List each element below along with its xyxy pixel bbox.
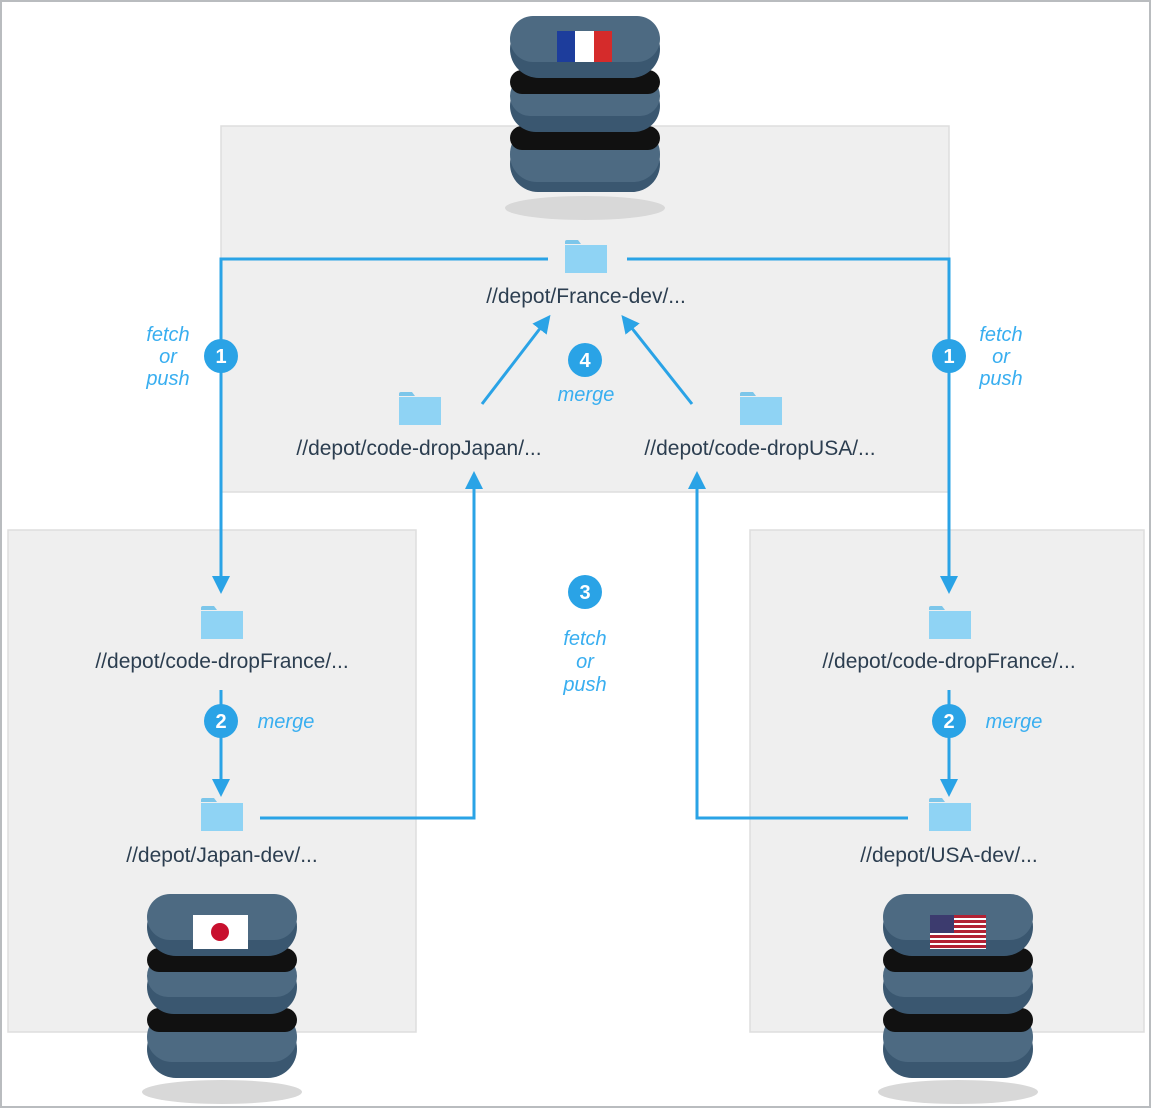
flag-japan-icon <box>193 915 248 949</box>
label-fetch: fetch <box>563 628 606 650</box>
step-number: 4 <box>579 350 591 372</box>
arrow-drop-usa-merge <box>621 314 694 405</box>
step-badge-1-right: 1 <box>932 339 966 373</box>
japan-server-icon <box>142 894 302 1104</box>
label-or: or <box>159 346 178 368</box>
step-badge-3: 3 <box>568 575 602 609</box>
window-border-top <box>0 0 1151 2</box>
flag-france-icon <box>557 31 612 62</box>
window-border-right <box>1149 0 1151 1108</box>
label-or: or <box>576 651 595 673</box>
label-merge: merge <box>258 711 315 733</box>
arrow-usa-to-drop <box>688 471 908 820</box>
step-badge-2-left: 2 <box>204 704 238 738</box>
label-push: push <box>978 368 1022 390</box>
step-number: 3 <box>579 582 590 604</box>
step-badge-4: 4 <box>568 343 602 377</box>
label-fetch: fetch <box>979 324 1022 346</box>
step-badge-1-left: 1 <box>204 339 238 373</box>
repo-usa-drop-france: //depot/code-dropFrance/... <box>822 650 1075 673</box>
step-number: 2 <box>943 711 954 733</box>
repo-usa-dev: //depot/USA-dev/... <box>860 844 1037 867</box>
step-number: 2 <box>215 711 226 733</box>
france-server-icon <box>505 16 665 220</box>
label-fetch: fetch <box>146 324 189 346</box>
step-number: 1 <box>943 346 954 368</box>
arrow-france-to-usa <box>627 257 958 594</box>
label-merge: merge <box>986 711 1043 733</box>
repo-japan-dev: //depot/Japan-dev/... <box>126 844 317 867</box>
window-border-bottom <box>0 1106 1151 1108</box>
step-badge-2-right: 2 <box>932 704 966 738</box>
repo-drop-usa: //depot/code-dropUSA/... <box>644 437 875 460</box>
label-push: push <box>145 368 189 390</box>
repo-drop-japan: //depot/code-dropJapan/... <box>296 437 541 460</box>
step-number: 1 <box>215 346 226 368</box>
arrow-japan-to-drop <box>260 471 483 820</box>
label-or: or <box>992 346 1011 368</box>
flag-usa-icon <box>930 915 986 949</box>
repo-japan-drop-france: //depot/code-dropFrance/... <box>95 650 348 673</box>
window-border-left <box>0 0 2 1108</box>
label-merge: merge <box>558 384 615 406</box>
arrow-france-to-japan <box>212 257 548 594</box>
arrow-drop-japan-merge <box>480 314 551 405</box>
label-push: push <box>562 674 606 696</box>
repo-france-dev: //depot/France-dev/... <box>486 285 686 308</box>
